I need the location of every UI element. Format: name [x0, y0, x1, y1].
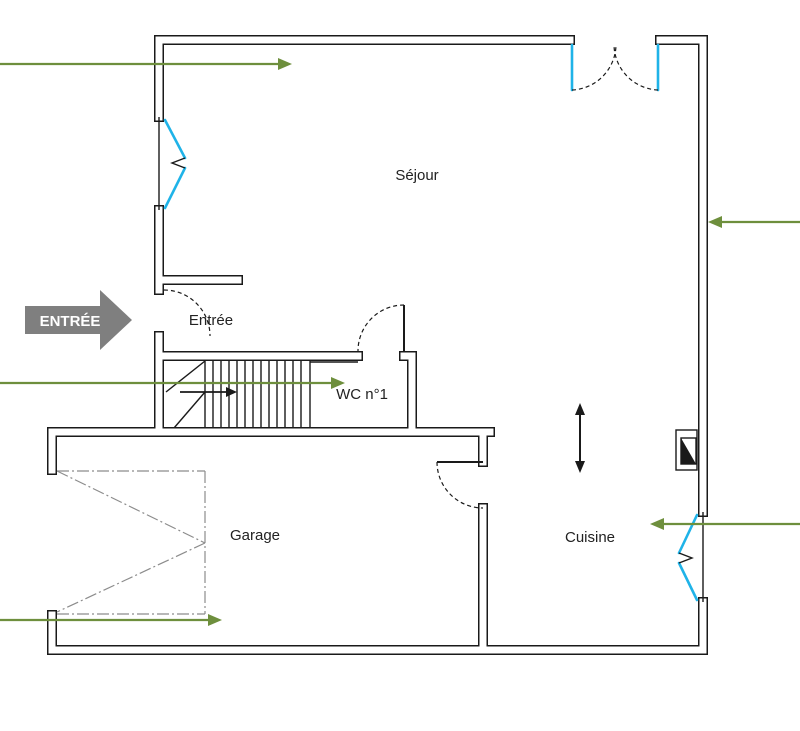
garage-door-diagonal-top	[56, 470, 206, 544]
arrow-right-icon	[226, 387, 237, 397]
wc-door-swing	[357, 304, 405, 352]
fireplace-fill	[681, 438, 696, 464]
entrance-marker: ENTRÉE	[25, 290, 132, 350]
walls-inner-fill	[52, 40, 703, 650]
garage-door-interior	[436, 461, 484, 509]
window-west-leaf-top	[163, 118, 187, 160]
annotation-arrow-cuisine	[650, 518, 800, 530]
annotation-arrow-wc	[0, 377, 345, 389]
double-arrow-head-up	[575, 403, 585, 415]
stair-winder	[165, 360, 206, 393]
french-door-swing-right	[613, 44, 659, 91]
fireplace-icon	[675, 429, 698, 471]
window-east-leaf-top	[677, 513, 699, 555]
staircase	[165, 360, 302, 429]
wc-enclosure	[309, 361, 358, 428]
french-door	[570, 43, 660, 92]
room-label-garage: Garage	[230, 527, 280, 544]
garage-main-door	[56, 470, 206, 615]
entrance-marker-arrow-icon	[25, 290, 132, 350]
room-label-sejour: Séjour	[395, 167, 438, 184]
arrow-left-icon	[708, 216, 722, 228]
annotation-arrow-east-wall	[708, 216, 800, 228]
window-west	[163, 118, 187, 210]
entrance-door	[163, 289, 211, 337]
annotation-arrow-garage	[0, 614, 222, 626]
french-door-swing-left	[571, 44, 617, 91]
window-east-leaf-bottom	[677, 561, 699, 602]
garage-interior-door-swing	[436, 461, 484, 509]
garage-door-diagonal-bottom	[56, 542, 206, 613]
arrow-left-icon	[650, 518, 664, 530]
walls-outer-stroke	[52, 40, 703, 650]
arrow-right-icon	[331, 377, 345, 389]
window-west-latch	[170, 157, 186, 169]
room-label-entree: Entrée	[189, 312, 233, 329]
double-arrow-vertical-icon	[575, 403, 585, 473]
double-arrow-head-down	[575, 461, 585, 473]
wc-door	[357, 304, 405, 352]
window-west-leaf-bottom	[163, 166, 187, 210]
window-east	[677, 513, 699, 602]
entrance-door-swing	[163, 289, 211, 337]
arrow-right-icon	[278, 58, 292, 70]
annotation-arrow-sejour	[0, 58, 292, 70]
window-east-latch	[678, 552, 694, 564]
stair-winder	[173, 391, 206, 429]
arrow-right-icon	[208, 614, 222, 626]
room-label-cuisine: Cuisine	[565, 529, 615, 546]
entrance-marker-label: ENTRÉE	[40, 313, 101, 330]
room-label-wc: WC n°1	[336, 386, 388, 403]
